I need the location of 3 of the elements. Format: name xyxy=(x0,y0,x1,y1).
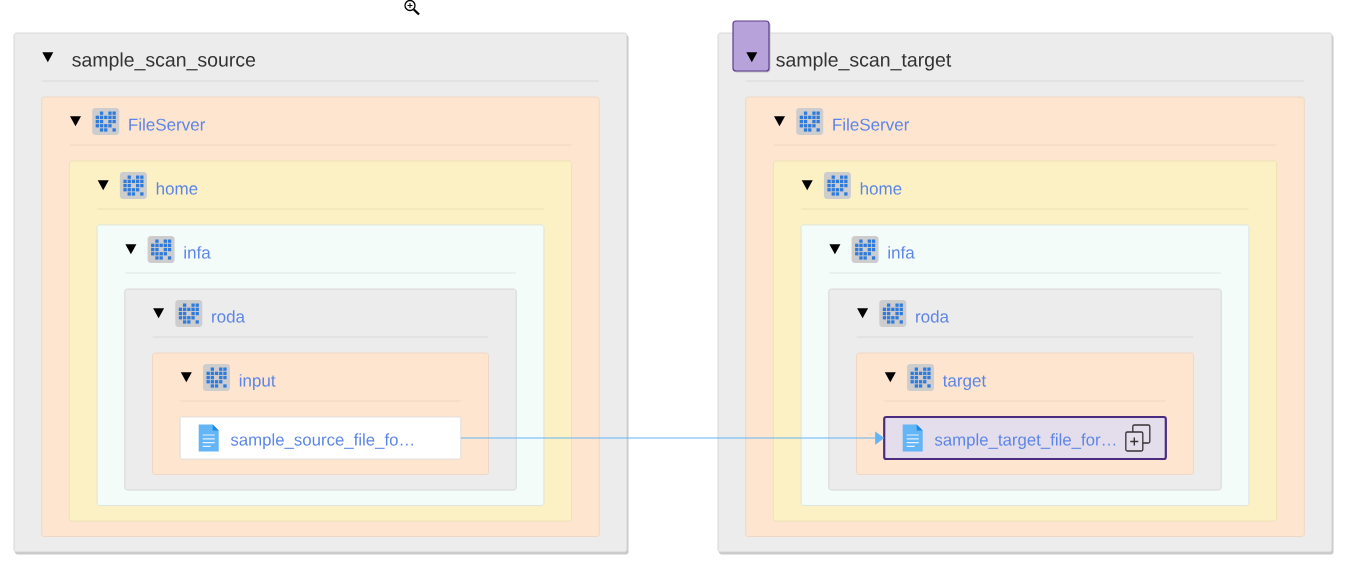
arrow xyxy=(460,431,884,445)
file-box: sample_target_file_for… xyxy=(883,415,1167,461)
file-box: sample_source_file_fo… xyxy=(179,416,462,460)
